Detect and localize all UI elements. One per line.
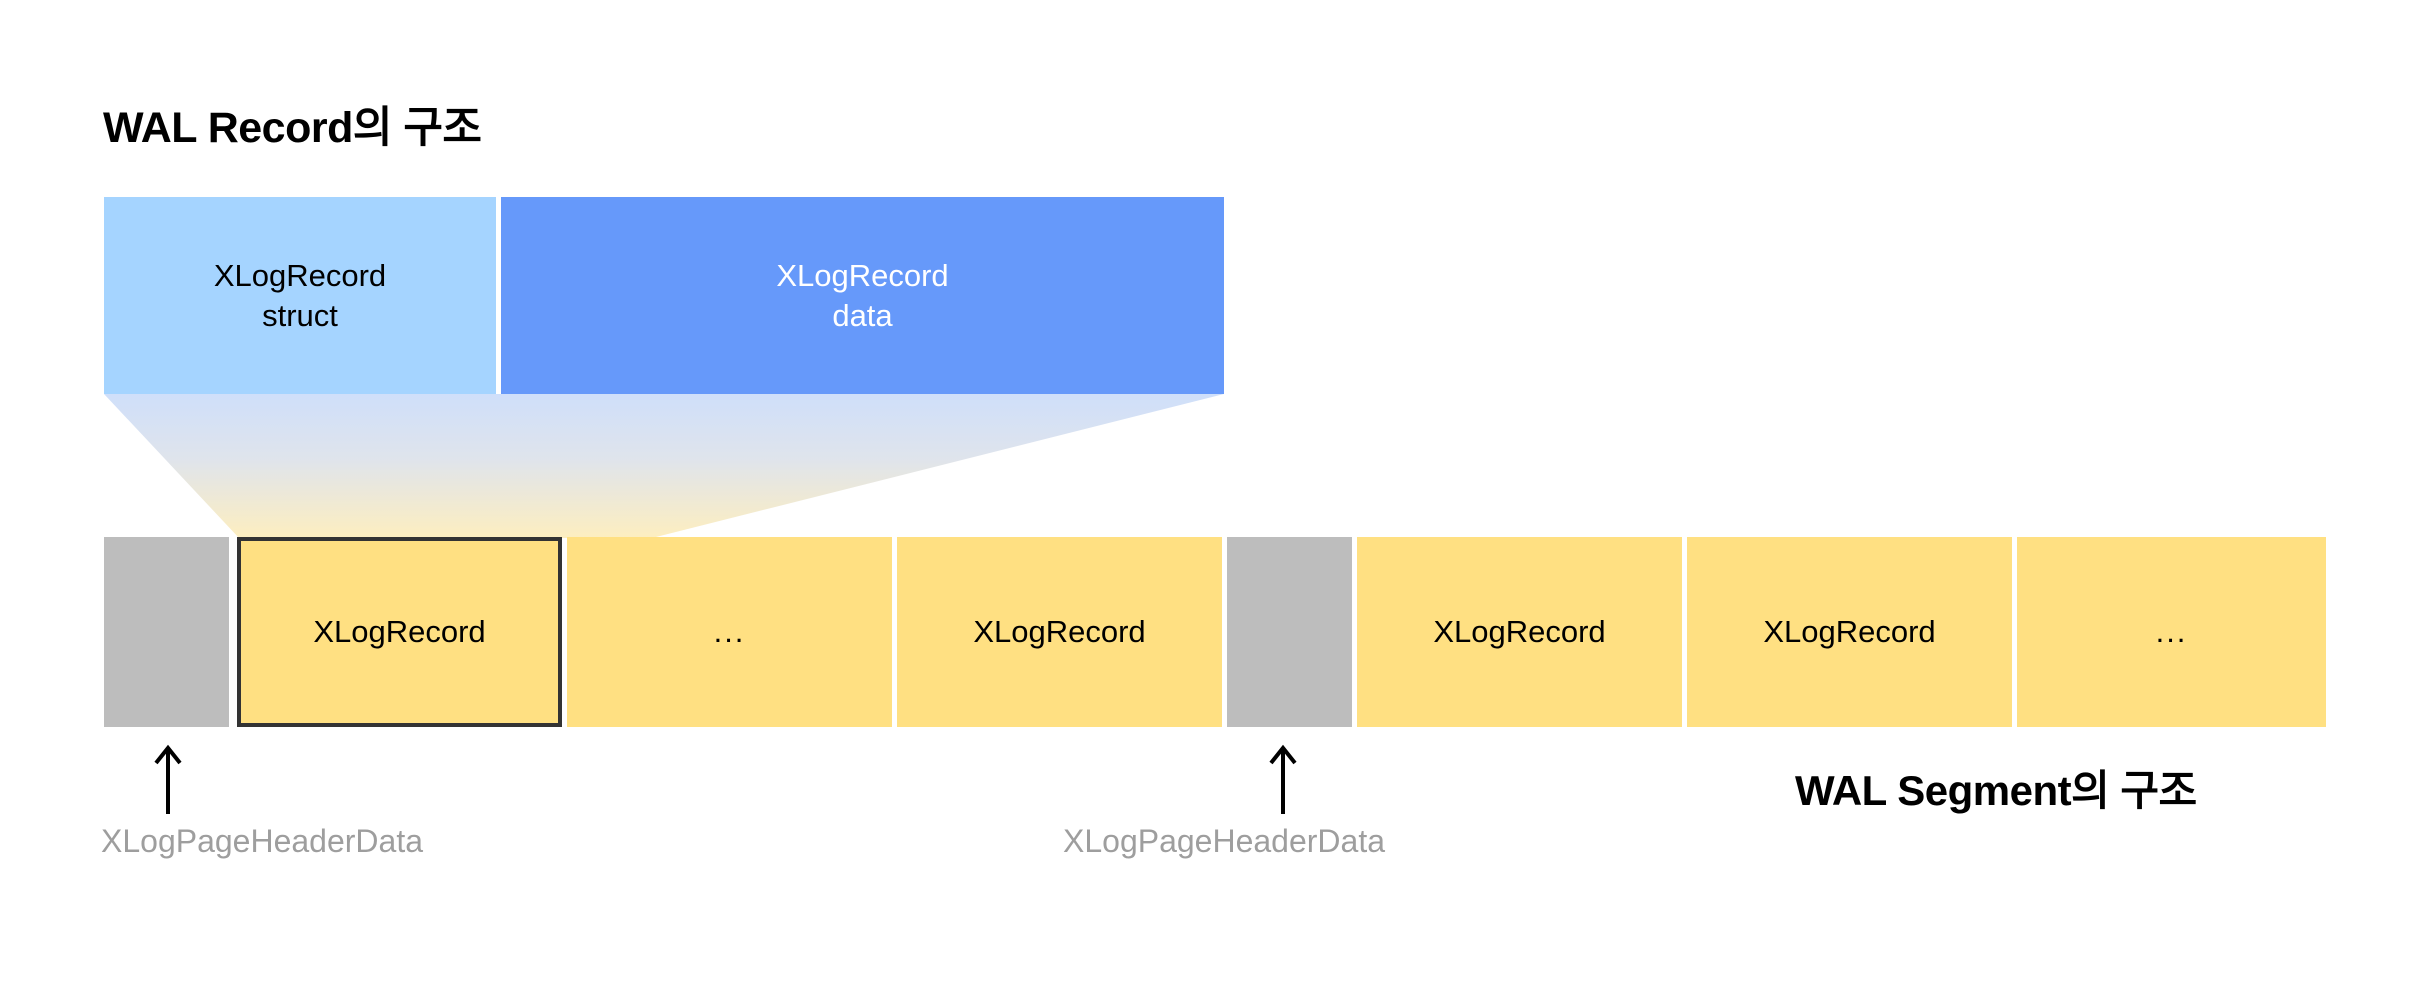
up-arrow-icon-1 xyxy=(154,744,182,814)
page-header-caption-1: XLogPageHeaderData xyxy=(101,823,424,859)
xlogrecord-data-block: XLogRecord data xyxy=(501,197,1224,394)
zoom-funnel-shape xyxy=(104,394,1224,538)
segment-cell-page-header-1 xyxy=(104,537,229,727)
segment-cell-ellipsis-1: ... xyxy=(567,537,892,727)
wal-record-blocks: XLogRecord struct XLogRecord data xyxy=(104,197,1224,394)
segment-cell-page-header-2 xyxy=(1227,537,1352,727)
segment-cell-record-3: XLogRecord xyxy=(1357,537,1682,727)
xlogrecord-struct-line2: struct xyxy=(262,297,338,333)
xlogrecord-struct-line1: XLogRecord xyxy=(213,257,387,293)
xlogrecord-data-line1: XLogRecord xyxy=(776,257,949,293)
up-arrow-icon-2 xyxy=(1269,744,1297,814)
segment-cell-record-2: XLogRecord xyxy=(897,537,1222,727)
wal-record-title: WAL Record의 구조 xyxy=(103,104,482,152)
segment-cell-record-1: XLogRecord xyxy=(237,537,562,727)
xlogrecord-data-line2: data xyxy=(832,297,893,333)
wal-segment-title: WAL Segment의 구조 xyxy=(1795,767,2197,814)
wal-segment-row: XLogRecord ... XLogRecord XLogRecord XLo… xyxy=(104,537,2326,727)
page-header-caption-2: XLogPageHeaderData xyxy=(1063,823,1386,859)
segment-cell-record-4: XLogRecord xyxy=(1687,537,2012,727)
xlogrecord-struct-block: XLogRecord struct xyxy=(104,197,496,394)
segment-cell-ellipsis-2: ... xyxy=(2017,537,2326,727)
